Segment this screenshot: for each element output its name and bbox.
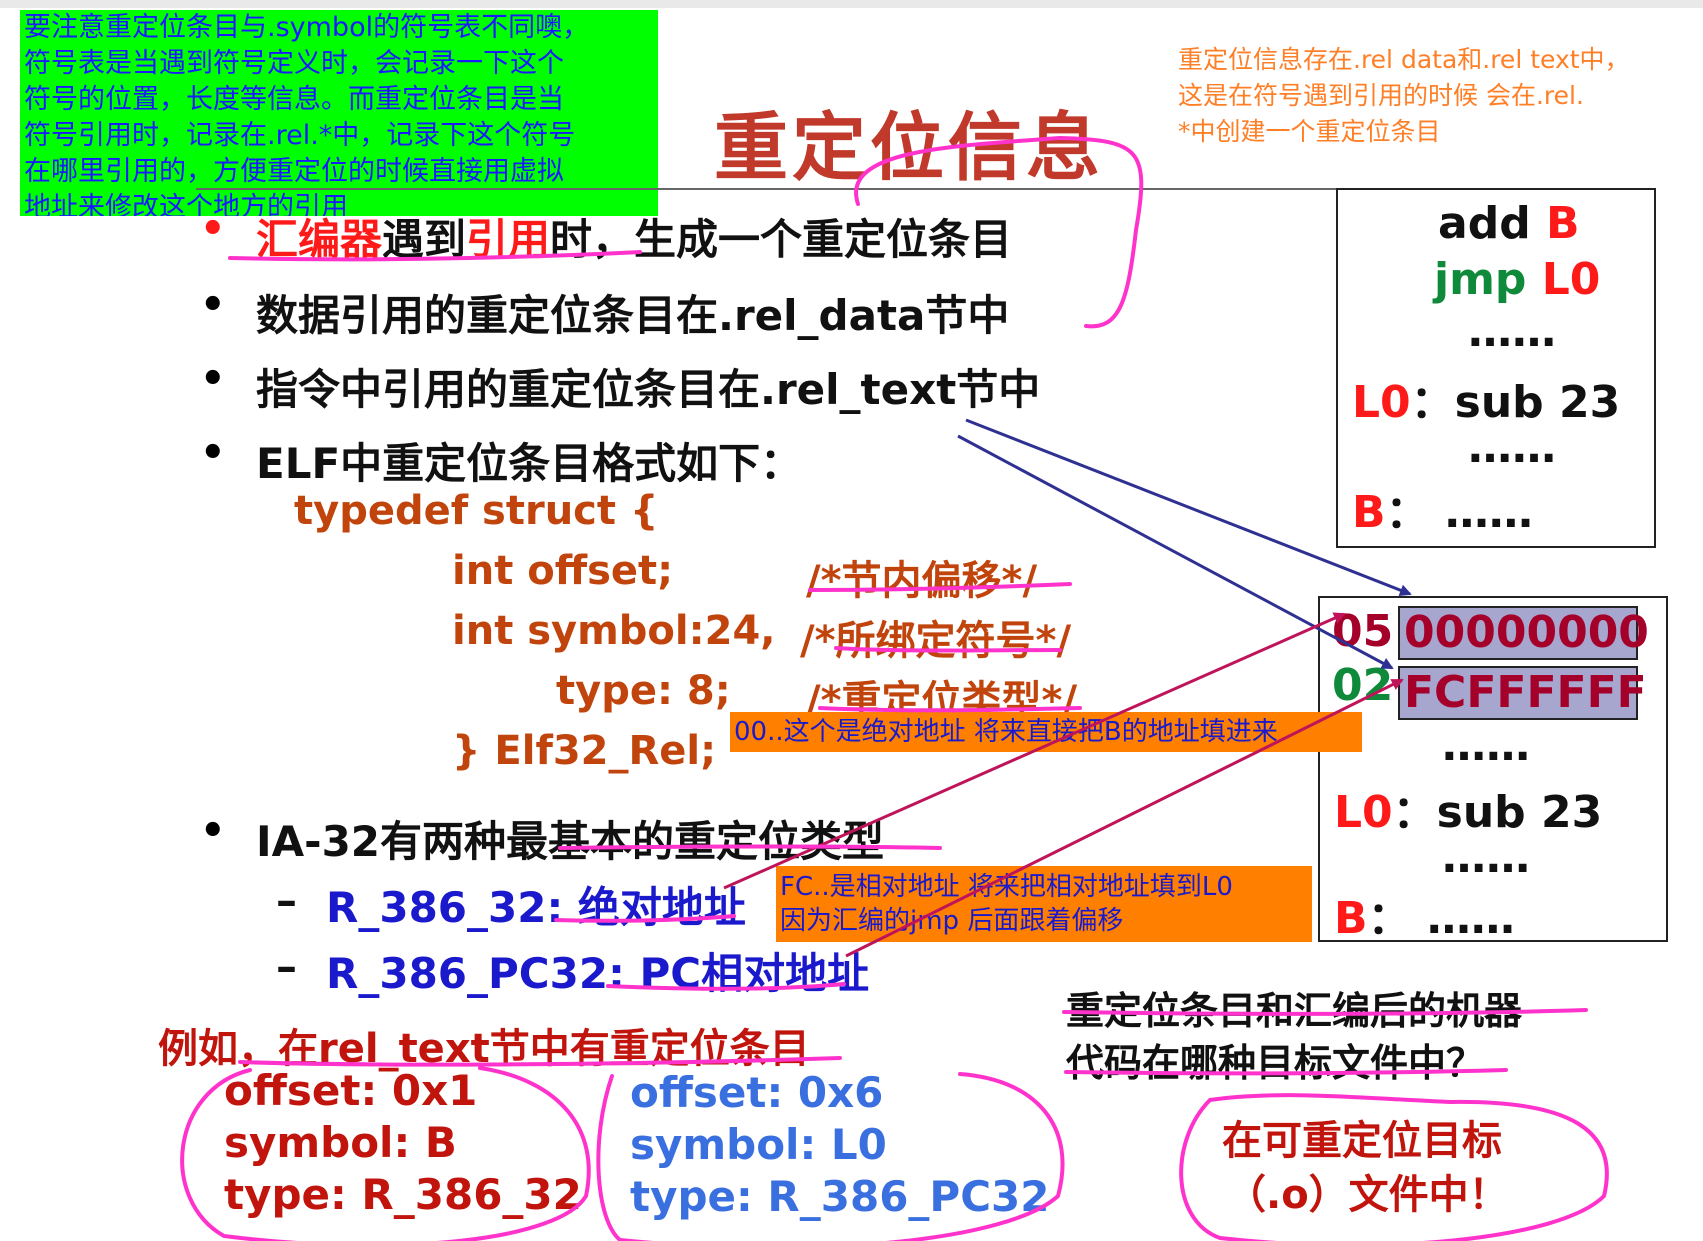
bullet-1-part1: 汇编器 <box>256 215 383 264</box>
bullet-5: IA-32有两种最基本的重定位类型 <box>256 817 885 866</box>
underline-assembler <box>228 250 642 262</box>
underline-symbol-comment <box>834 646 1062 653</box>
src-jmp-op: jmp <box>1434 254 1542 305</box>
bullet-1: 汇编器遇到引用时，生成一个重定位条目 <box>256 206 1012 267</box>
orange-note-line: 重定位信息存在.rel data和.rel text中， <box>1178 45 1630 74</box>
underline-offset-comment <box>808 582 1072 592</box>
underline-ia32 <box>558 844 942 850</box>
answer-line-1: 在可重定位目标 <box>1222 1118 1502 1164</box>
top-strip <box>0 0 1703 8</box>
src-ellipsis: …… <box>1468 422 1556 473</box>
code-line-symbol: int symbol:24, <box>452 608 776 654</box>
example-left-symbol: symbol: B <box>224 1118 457 1167</box>
title-rule <box>196 188 1636 190</box>
green-note-line: 符号引用时，记录在.rel.*中，记录下这个符号 <box>24 120 576 151</box>
bullet-marker: • <box>200 206 226 252</box>
obj-l0-label: L0 <box>1334 787 1393 838</box>
type-r386-32-name: R_386_32: <box>326 883 578 932</box>
source-code-box: add B jmp L0 …… L0：sub 23 …… B： …… <box>1336 188 1656 548</box>
src-add-line: add B <box>1438 198 1580 249</box>
src-l0-line: L0：sub 23 <box>1352 366 1620 430</box>
src-l0-instr: ：sub 23 <box>1410 377 1621 428</box>
type-r386-pc32-name: R_386_PC32: <box>326 949 640 998</box>
green-note: 要注意重定位条目与.symbol的符号表不同噢， 符号表是当遇到符号定义时，会记… <box>20 10 658 216</box>
code-line-close: } Elf32_Rel; <box>452 728 717 774</box>
example-left-type: type: R_386_32 <box>224 1170 582 1219</box>
orange-label-relative-line: 因为汇编的jmp 后面跟着偏移 <box>780 906 1124 936</box>
bullet-4: ELF中重定位条目格式如下： <box>256 439 803 488</box>
type-r386-32-desc: 绝对地址 <box>577 883 746 932</box>
obj-l0-instr: ：sub 23 <box>1392 787 1603 838</box>
loop-title <box>854 136 1144 329</box>
orange-label-absolute: 00..这个是绝对地址 将来直接把B的地址填进来 <box>730 712 1362 752</box>
underline-type-comment <box>818 706 1082 713</box>
circle-example-left <box>180 1066 591 1241</box>
bullet-marker: • <box>200 282 226 328</box>
type-dash: – <box>276 876 297 925</box>
obj-row2-value: FCFFFFFF <box>1398 666 1647 720</box>
obj-l0-line: L0：sub 23 <box>1334 776 1602 840</box>
slide-title: 重定位信息 <box>714 105 1104 191</box>
circle-answer <box>1179 1093 1609 1241</box>
arrow-crimson-2 <box>845 678 1404 958</box>
bullet-1-part4: 时，生成一个重定位条目 <box>550 215 1013 264</box>
bullet-2: 数据引用的重定位条目在.rel_data节中 <box>256 291 1010 340</box>
orange-note-line: *中创建一个重定位条目 <box>1178 117 1441 146</box>
arrow-crimson-1 <box>723 612 1346 890</box>
code-line-typedef: typedef struct { <box>294 488 659 534</box>
type-dash: – <box>276 942 297 991</box>
circle-example-right <box>596 1072 1065 1241</box>
underline-example-heading <box>238 1056 842 1067</box>
src-b-label: B <box>1352 487 1386 538</box>
code-comment-symbol: /*所绑定符号*/ <box>800 618 1072 664</box>
arrow-navy-1 <box>965 418 1412 596</box>
src-ellipsis: …… <box>1468 306 1556 357</box>
src-jmp-target: L0 <box>1541 254 1601 305</box>
obj-ellipsis: …… <box>1442 832 1530 883</box>
green-note-line: 地址来修改这个地方的引用 <box>24 192 348 216</box>
green-note-line: 在哪里引用的，方便重定位的时候直接用虚拟 <box>24 156 564 187</box>
underline-pc-relative <box>606 982 846 991</box>
orange-note-line: 这是在符号遇到引用的时候 会在.rel. <box>1178 81 1584 110</box>
bullet-marker: • <box>200 356 226 402</box>
bullet-3: 指令中引用的重定位条目在.rel_text节中 <box>256 365 1041 414</box>
example-left-offset: offset: 0x1 <box>224 1066 478 1115</box>
src-add-op: add <box>1438 198 1547 249</box>
arrow-navy-2 <box>957 434 1394 670</box>
obj-b-rest: ： …… <box>1367 893 1515 944</box>
src-add-target: B <box>1546 198 1580 249</box>
answer-line-2: （.o）文件中！ <box>1226 1172 1509 1218</box>
src-b-rest: ： …… <box>1385 487 1533 538</box>
example-right-offset: offset: 0x6 <box>630 1068 884 1117</box>
obj-b-line: B： …… <box>1334 882 1515 946</box>
underline-absolute <box>554 914 736 923</box>
green-note-line: 符号的位置，长度等信息。而重定位条目是当 <box>24 84 564 115</box>
obj-ellipsis: …… <box>1442 720 1530 771</box>
bullet-marker: • <box>200 430 226 476</box>
src-b-line: B： …… <box>1352 476 1533 540</box>
obj-b-label: B <box>1334 893 1368 944</box>
src-l0-label: L0 <box>1352 377 1411 428</box>
orange-note-top: 重定位信息存在.rel data和.rel text中， 这是在符号遇到引用的时… <box>1178 42 1698 150</box>
code-comment-offset: /*节内偏移*/ <box>806 558 1038 604</box>
green-note-line: 要注意重定位条目与.symbol的符号表不同噢， <box>24 12 590 43</box>
green-note-line: 符号表是当遇到符号定义时，会记录一下这个 <box>24 48 564 79</box>
code-line-type: type: 8; <box>556 668 731 714</box>
code-line-offset: int offset; <box>452 548 674 594</box>
underline-question-2 <box>1064 1068 1508 1076</box>
example-right-type: type: R_386_PC32 <box>630 1172 1050 1221</box>
underline-question-1 <box>1062 1008 1588 1016</box>
type-r386-32: R_386_32: 绝对地址 <box>326 874 746 935</box>
bullet-1-part2: 遇到 <box>382 215 467 264</box>
bullet-marker: • <box>200 808 226 854</box>
object-code-box: 05 00000000 02 FCFFFFFF …… L0：sub 23 …… … <box>1318 596 1668 944</box>
obj-row1-value: 00000000 <box>1398 606 1649 660</box>
src-jmp-line: jmp L0 <box>1434 254 1600 305</box>
example-right-symbol: symbol: L0 <box>630 1120 887 1169</box>
question-line-2: 代码在哪种目标文件中？ <box>1066 1041 1485 1085</box>
